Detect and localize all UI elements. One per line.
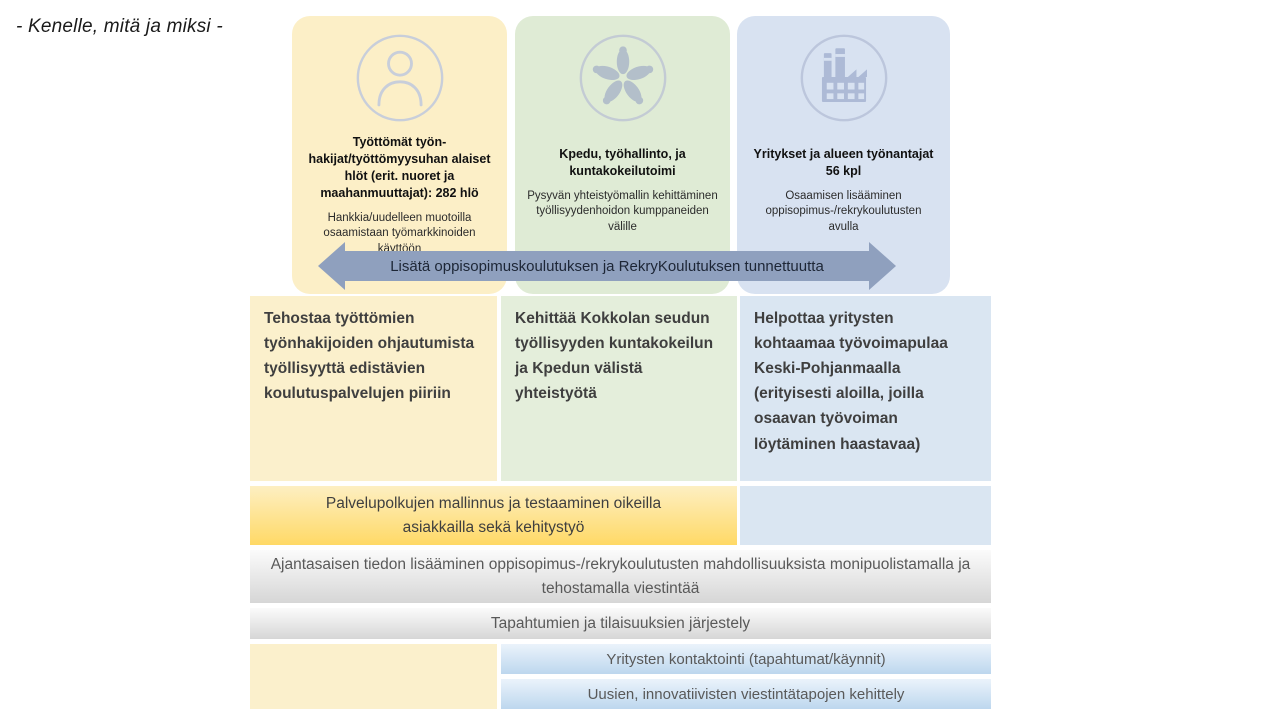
arrow-right-head-icon <box>869 242 896 290</box>
blue-cell-filler <box>740 486 991 545</box>
band-information: Ajantasaisen tiedon lisääminen oppisopim… <box>250 550 991 603</box>
hands-icon <box>577 32 669 124</box>
card-title: Työttömät työn-hakijat/työttömyysuhan al… <box>308 135 491 200</box>
band-service-paths: Palvelupolkujen mallinnus ja testaaminen… <box>250 486 737 545</box>
band-communication-methods: Uusien, innovatiivisten viestintätapojen… <box>501 679 991 709</box>
card-title: Yritykset ja alueen työnantajat 56 kpl <box>753 147 934 178</box>
card-title: Kpedu, työhallinto, ja kuntakokeilutoimi <box>559 147 686 178</box>
card-body: Osaamisen lisääminen oppisopimus-/rekryk… <box>765 189 922 233</box>
person-icon <box>354 32 446 124</box>
page-title: - Kenelle, mitä ja miksi - <box>16 16 223 37</box>
goal-jobseekers: Tehostaa työttömien työnhakijoiden ohjau… <box>250 296 497 481</box>
factory-icon <box>798 32 890 124</box>
awareness-arrow: Lisätä oppisopimuskoulutuksen ja RekryKo… <box>318 242 896 290</box>
arrow-label: Lisätä oppisopimuskoulutuksen ja RekryKo… <box>390 257 824 275</box>
goal-cooperation: Kehittää Kokkolan seudun työllisyyden ku… <box>501 296 737 481</box>
arrow-bar <box>344 251 870 281</box>
band-events: Tapahtumien ja tilaisuuksien järjestely <box>250 608 991 639</box>
card-employers: Yritykset ja alueen työnantajat 56 kpl O… <box>737 16 950 294</box>
goal-employers: Helpottaa yritysten kohtaamaa työvoimapu… <box>740 296 991 481</box>
card-partners: Kpedu, työhallinto, ja kuntakokeilutoimi… <box>515 16 730 294</box>
yellow-cell-filler <box>250 644 497 709</box>
band-company-contacting: Yritysten kontaktointi (tapahtumat/käynn… <box>501 644 991 674</box>
arrow-left-head-icon <box>318 242 345 290</box>
card-body: Pysyvän yhteistyömallin kehittäminen työ… <box>527 189 718 233</box>
